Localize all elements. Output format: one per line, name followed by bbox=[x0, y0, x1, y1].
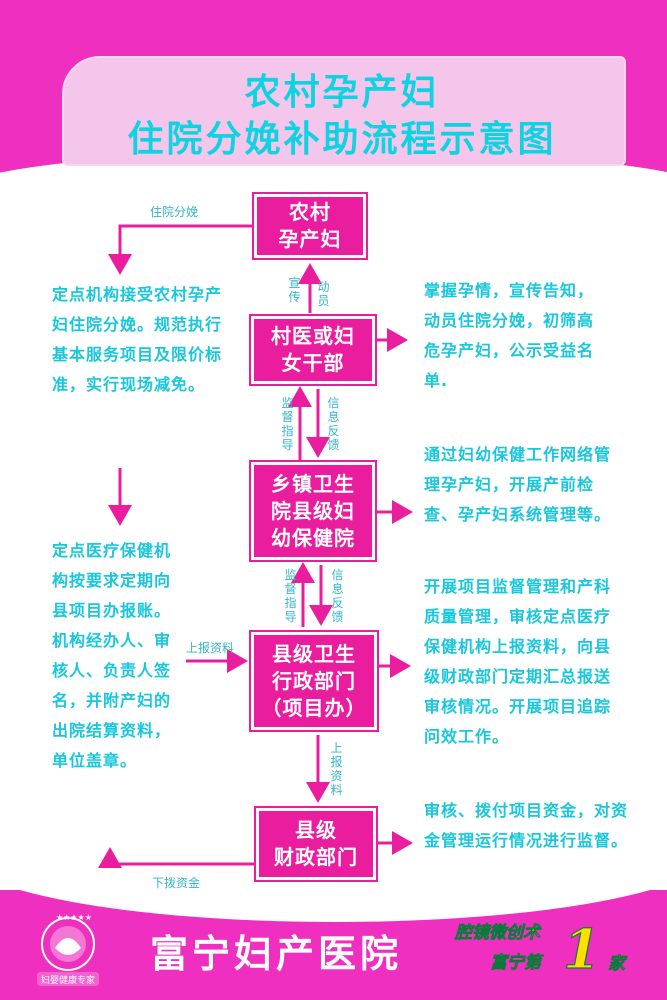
node-rural-pregnant: 农村 孕产妇 bbox=[254, 194, 366, 258]
title-line-2: 住院分娩补助流程示意图 bbox=[127, 118, 557, 160]
title-panel bbox=[62, 56, 626, 166]
label-fund-down: 下拨资金 bbox=[152, 876, 201, 890]
right-text-2: 通过妇幼保健工作网络管理孕产妇，开展产前检查、孕产妇系统管理等。 bbox=[424, 445, 612, 524]
right-text-1: 掌握孕情，宣传告知，动员住院分娩，初筛高危孕产妇，公示受益名单. bbox=[424, 281, 595, 390]
label-feedback-2: 信息反馈 bbox=[331, 568, 344, 624]
label-supervise-2: 监督指导 bbox=[284, 568, 297, 624]
slogan-line-2: 富宁第 bbox=[490, 953, 542, 974]
label-feedback-1: 信息反馈 bbox=[327, 396, 340, 452]
right-text-4: 审核、拨付项目资金，对资金管理运行情况进行监督。 bbox=[424, 801, 629, 850]
node-county-finance: 县级 财政部门 bbox=[256, 808, 376, 880]
svg-text:★★★★★: ★★★★★ bbox=[56, 913, 92, 922]
node-county-health-admin: 县级卫生 行政部门 （项目办） bbox=[251, 632, 377, 730]
slogan-suffix: 家 bbox=[608, 954, 626, 975]
arrow-fund-down bbox=[98, 847, 254, 868]
slogan-line-1: 腔镜微创术 bbox=[455, 923, 541, 944]
right-text-3: 开展项目监督管理和产科质量管理，审核定点医疗保健机构上报资料，向县级财政部门定期… bbox=[424, 577, 612, 746]
label-publicize: 宣传 bbox=[288, 276, 301, 304]
left-text-1: 定点机构接受农村孕产妇住院分娩。规范执行基本服务项目及限价标准，实行现场减免。 bbox=[52, 285, 223, 394]
left-text-2: 定点医疗保健机构按要求定期向县项目办报账。机构经办人、审核人、负责人签名，并附产… bbox=[52, 541, 172, 770]
label-hospital-delivery: 住院分娩 bbox=[150, 205, 199, 219]
logo-text: 妇婴健康专家 bbox=[41, 974, 95, 986]
label-report-up-left: 上报资料 bbox=[186, 641, 235, 655]
slogan-number: 1 bbox=[562, 916, 601, 981]
label-supervise-1: 监督指导 bbox=[281, 396, 294, 452]
hospital-name: 富宁妇产医院 bbox=[150, 931, 403, 976]
hospital-logo: ★★★★★ 妇婴健康专家 bbox=[33, 910, 103, 990]
label-mobilize: 动员 bbox=[317, 280, 330, 308]
label-report-up: 上报资料 bbox=[330, 741, 343, 797]
node-village-doctor: 村医或妇 女干部 bbox=[251, 316, 375, 384]
arrow-hospital-delivery bbox=[108, 224, 252, 275]
slogan: 腔镜微创术 富宁第 1 家 bbox=[448, 913, 638, 983]
node-township-hospital: 乡镇卫生 院县级妇 幼保健院 bbox=[251, 462, 375, 560]
title-line-1: 农村孕产妇 bbox=[244, 71, 440, 113]
